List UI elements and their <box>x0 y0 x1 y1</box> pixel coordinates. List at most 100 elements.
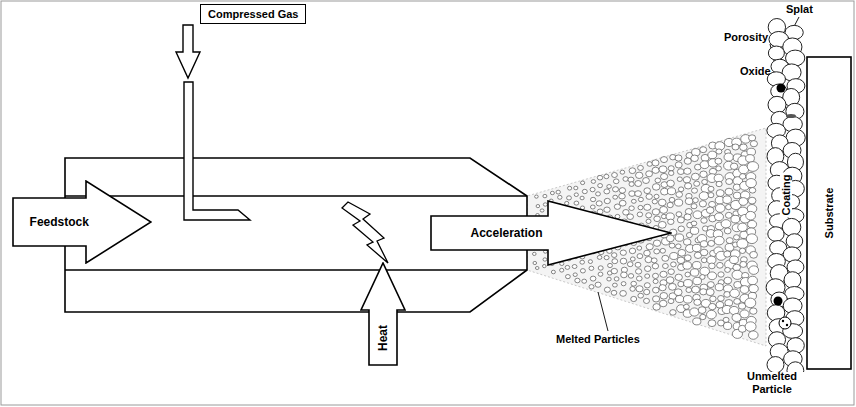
melted-particle <box>745 322 756 332</box>
melted-particle <box>580 269 585 273</box>
melted-particle <box>558 195 562 199</box>
melted-particle <box>644 283 650 288</box>
melted-particle <box>623 177 628 182</box>
melted-particle <box>749 188 756 194</box>
melted-particle <box>637 212 642 217</box>
melted-particle <box>604 198 610 203</box>
melted-particle <box>740 174 746 180</box>
melted-particle <box>629 168 636 174</box>
melted-particle <box>733 192 741 199</box>
melted-particle <box>573 273 577 277</box>
melted-particle <box>663 264 669 269</box>
melted-particle <box>746 211 756 220</box>
melted-particle <box>619 188 625 194</box>
melted-particle <box>611 268 617 273</box>
melted-particle <box>565 265 570 269</box>
oxide-inclusion <box>786 114 796 118</box>
melted-particle <box>591 197 596 201</box>
melted-particle <box>644 298 650 303</box>
melted-particle <box>645 257 652 263</box>
arrow-outline <box>431 201 671 265</box>
melted-particle <box>581 181 585 185</box>
melted-particle <box>677 217 684 223</box>
melted-particle <box>612 173 618 178</box>
melted-particle <box>637 276 643 281</box>
melted-particle <box>644 188 651 194</box>
melted-particle <box>652 167 659 173</box>
melted-particle <box>572 265 577 269</box>
melted-particle <box>678 187 683 192</box>
melted-particle <box>691 173 699 180</box>
melted-particle <box>644 250 651 256</box>
melted-particle <box>580 196 584 200</box>
melted-particle <box>716 190 724 197</box>
melted-particle <box>684 255 691 261</box>
melted-particle <box>708 193 714 198</box>
melted-particle <box>732 144 739 150</box>
melted-particle <box>724 153 733 161</box>
melted-particle <box>543 203 547 206</box>
melted-particle <box>669 243 675 248</box>
melted-particle <box>693 198 699 203</box>
melted-particle <box>668 219 674 224</box>
melted-particle <box>646 244 653 250</box>
melted-particle <box>725 267 731 272</box>
arrow-text-area: Acceleration <box>432 216 581 250</box>
melted-particle <box>708 151 717 159</box>
melted-particle <box>699 192 708 200</box>
melted-particle <box>706 207 714 214</box>
melted-particle <box>721 220 731 228</box>
melted-particle <box>630 257 635 261</box>
melted-particle <box>667 188 675 195</box>
melted-particle <box>613 179 619 184</box>
melted-particle <box>627 262 633 267</box>
melted-particle <box>684 158 691 164</box>
melted-particle <box>643 178 650 184</box>
melted-particle <box>638 293 644 298</box>
melted-particle <box>659 300 667 307</box>
melted-particle <box>700 161 709 169</box>
melted-particle <box>589 285 594 289</box>
arrow-outline <box>13 181 151 263</box>
melted-particle <box>676 296 684 303</box>
melted-particle <box>667 202 673 207</box>
melted-particle <box>724 251 731 257</box>
melted-particle <box>709 201 716 207</box>
melted-particle <box>556 190 560 194</box>
acceleration-arrow: Acceleration <box>430 200 672 266</box>
melted-particle <box>666 235 674 242</box>
melted-particle <box>724 277 732 284</box>
melted-particle <box>701 258 707 263</box>
melted-particle <box>646 219 651 223</box>
porosity-void <box>777 84 786 93</box>
melted-particle <box>550 191 554 194</box>
melted-particle <box>611 290 617 295</box>
melted-particle <box>700 147 707 153</box>
melted-particle <box>675 162 682 168</box>
melted-particle <box>629 191 635 197</box>
node-label: Coating <box>780 173 792 218</box>
melted-particle <box>723 196 732 204</box>
melted-particle <box>693 318 701 325</box>
melted-particle <box>608 263 613 267</box>
melted-particle <box>715 158 722 164</box>
melted-particle <box>676 244 682 249</box>
melted-particle <box>658 221 666 228</box>
melted-particle <box>590 187 595 191</box>
melted-particle <box>670 310 676 316</box>
node-label: Heat <box>376 323 390 353</box>
melted-particle <box>740 310 749 318</box>
melted-particle <box>670 253 678 260</box>
melted-particle <box>746 234 757 244</box>
melted-particle <box>718 272 724 277</box>
melted-particle <box>675 234 683 241</box>
gas-label-box: Compressed Gas <box>200 4 306 24</box>
melted-particle <box>598 266 603 270</box>
melted-particle <box>631 199 636 203</box>
melted-particle <box>708 272 717 280</box>
melted-particle <box>701 218 707 224</box>
melted-particle <box>588 260 592 264</box>
melted-particle <box>645 266 651 272</box>
arrow-outline <box>361 263 405 365</box>
melted-particle <box>724 228 731 234</box>
